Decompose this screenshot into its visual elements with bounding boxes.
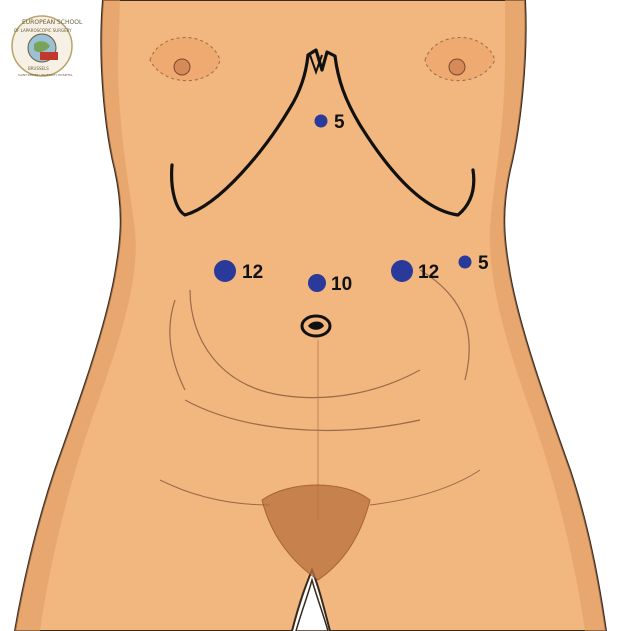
nipple-left — [449, 59, 465, 75]
logo-text-line: BRUSSELS — [28, 66, 49, 71]
port-marker — [308, 274, 326, 292]
umbilicus — [302, 316, 330, 336]
port-label: 10 — [331, 274, 352, 295]
port-marker — [391, 260, 413, 282]
port-label: 12 — [242, 262, 263, 283]
logo-text-line: EUROPEAN SCHOOL — [22, 19, 83, 26]
school-emblem-icon: EUROPEAN SCHOOL OF LAPAROSCOPIC SURGERY … — [12, 16, 83, 77]
port-label: 5 — [334, 112, 345, 133]
nipple-right — [174, 59, 190, 75]
port-marker — [315, 115, 328, 128]
port-label: 5 — [478, 253, 489, 274]
port-label: 12 — [418, 262, 439, 283]
logo-text-line: SAINT-PIERRE UNIVERSITY HOSPITAL — [18, 73, 73, 77]
port-marker — [214, 260, 236, 282]
port-marker — [459, 256, 472, 269]
logo-text-line: OF LAPAROSCOPIC SURGERY — [14, 28, 72, 33]
